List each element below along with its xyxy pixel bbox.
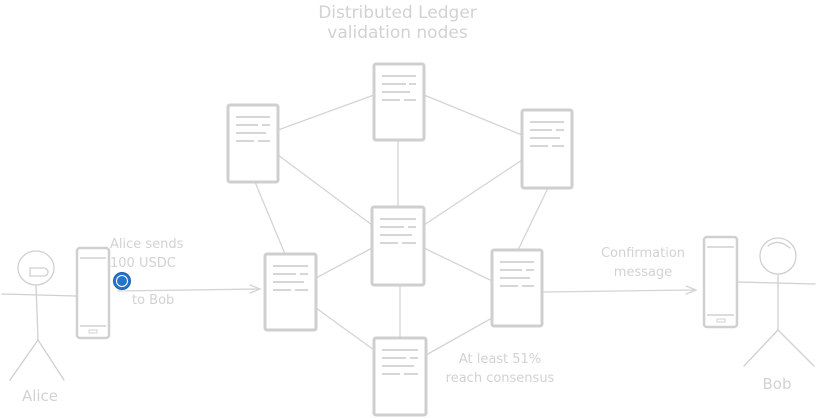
usdc-coin-icon: [113, 272, 131, 290]
bob-phone-icon: [702, 235, 739, 329]
consensus-label-line: At least 51%: [458, 352, 542, 367]
bob-figure-icon: [737, 237, 816, 367]
server-node-icon: [226, 103, 280, 184]
title-line: Distributed Ledger: [318, 3, 477, 23]
send-arrow: [117, 284, 262, 294]
confirmation-label-line: Confirmation: [600, 246, 686, 261]
confirmation-arrow: [543, 285, 698, 295]
confirmation-label: Confirmation message: [588, 244, 698, 282]
send-amount-text: 100 USDC: [110, 256, 176, 271]
alice-label: Alice: [21, 387, 59, 405]
send-label: Alice sends 100 USDC to Bob: [110, 235, 210, 310]
consensus-label-line: reach consensus: [445, 371, 555, 386]
bob-label: Bob: [762, 375, 792, 393]
send-label-line: 100 USDC: [110, 254, 210, 291]
send-label-line: to Bob: [132, 293, 175, 308]
diagram-title: Distributed Ledger validation nodes: [290, 3, 505, 43]
server-node-icon: [372, 336, 428, 417]
server-node-icon: [263, 252, 318, 332]
alice-figure-icon: [1, 250, 77, 381]
confirmation-label-line: message: [613, 265, 673, 280]
consensus-label: At least 51% reach consensus: [430, 350, 570, 388]
server-node-icon: [490, 248, 544, 328]
alice-phone-icon: [75, 246, 111, 340]
send-label-line: Alice sends: [110, 237, 184, 252]
network-connections: [254, 94, 549, 356]
server-node-icon: [370, 205, 426, 287]
server-node-icon: [520, 108, 574, 190]
server-node-icon: [372, 62, 426, 142]
title-line: validation nodes: [327, 22, 468, 43]
